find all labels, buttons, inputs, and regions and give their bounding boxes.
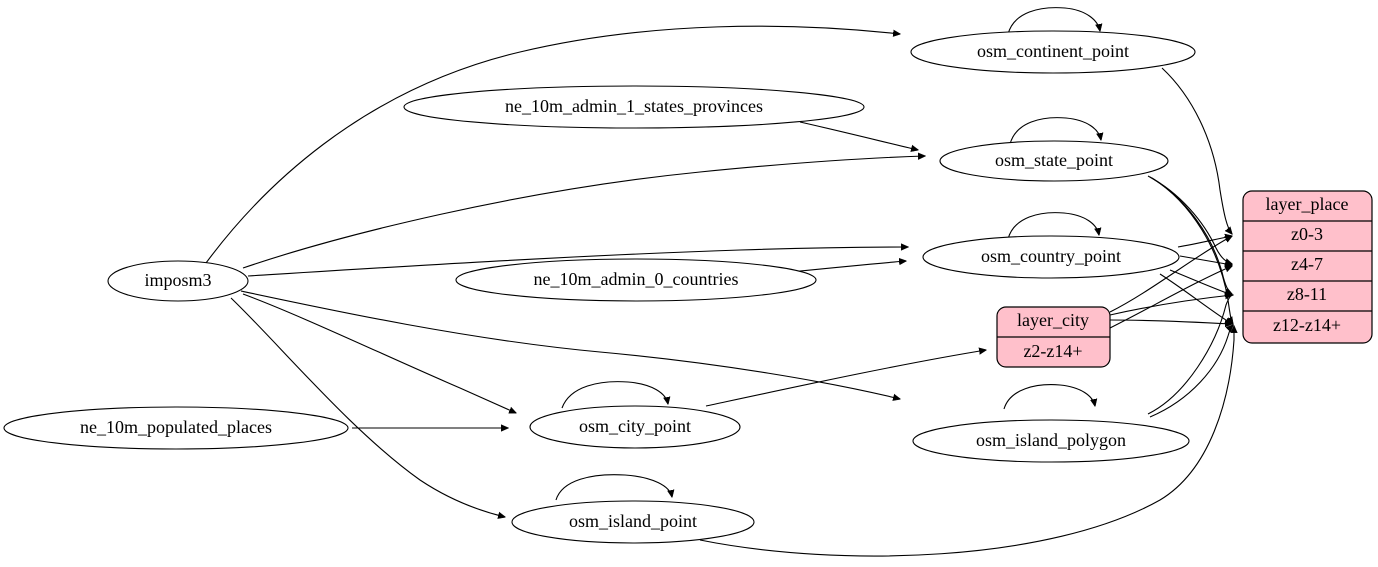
edge-osm-state-point-to-layer-place-z8-11 — [1149, 176, 1232, 294]
node-osm-island-point-label: osm_island_point — [569, 511, 697, 531]
edge-layer-city-to-layer-place-z12-z14 — [1109, 319, 1232, 324]
edge-self-loop-osm-state-point — [1009, 117, 1101, 145]
record-layer: layer_city z2-z14+ layer_place z0-3 z4-7… — [996, 190, 1373, 368]
node-ne-10m-populated-places[interactable]: ne_10m_populated_places — [3, 406, 349, 450]
node-osm-city-point-shape — [529, 405, 741, 449]
edge-imposm3-to-osm-continent-point — [205, 25, 900, 264]
edge-imposm3-to-osm-city-point — [242, 293, 516, 413]
record-layer-place-box — [1242, 190, 1373, 344]
edge-self-loop-osm-country-point — [1007, 212, 1099, 240]
node-ne-populated-shape — [3, 406, 349, 450]
edge-layer-city-to-layer-place-z8-11 — [1109, 295, 1232, 316]
node-ne-10m-admin-1-states-provinces[interactable]: ne_10m_admin_1_states_provinces — [403, 85, 865, 129]
edge-self-loop-osm-island-point — [555, 474, 672, 501]
record-layer-place[interactable]: layer_place z0-3 z4-7 z8-11 z12-z14+ — [1242, 190, 1373, 344]
node-osm-state-point[interactable]: osm_state_point — [939, 140, 1169, 182]
edge-osm-island-polygon-to-layer-place-z8-11 — [1147, 295, 1233, 415]
edge-osm-country-point-to-layer-place-z0-3 — [1177, 236, 1232, 248]
node-osm-state-point-label: osm_state_point — [995, 150, 1113, 170]
node-ne-admin1-shape — [403, 85, 865, 129]
node-osm-island-point-shape — [511, 500, 755, 544]
node-ne-10m-admin-0-countries[interactable]: ne_10m_admin_0_countries — [455, 258, 817, 302]
record-layer-place-row-z0-3[interactable]: z0-3 — [1291, 224, 1323, 244]
node-osm-city-point[interactable]: osm_city_point — [529, 405, 741, 449]
record-layer-city[interactable]: layer_city z2-z14+ — [996, 306, 1111, 368]
edge-layer-city-to-layer-place-z0-3 — [1109, 236, 1232, 313]
edge-imposm3-to-osm-island-point — [230, 297, 505, 517]
edge-layer-city-to-layer-place-z4-7 — [1109, 266, 1232, 329]
node-osm-continent-point-label: osm_continent_point — [977, 41, 1129, 61]
node-osm-island-polygon-label: osm_island_polygon — [976, 430, 1126, 450]
node-ne-populated-label: ne_10m_populated_places — [80, 417, 272, 437]
edge-osm-country-point-to-layer-place-z4-7 — [1179, 255, 1232, 265]
edge-self-loop-osm-city-point — [561, 381, 668, 409]
record-layer-city-title: layer_city — [1017, 310, 1089, 330]
node-osm-island-polygon[interactable]: osm_island_polygon — [912, 419, 1190, 463]
node-osm-city-point-label: osm_city_point — [579, 416, 691, 436]
node-osm-continent-point-shape — [910, 30, 1196, 74]
record-layer-city-row-z2-z14[interactable]: z2-z14+ — [1023, 341, 1082, 361]
edge-self-loop-osm-island-polygon — [1003, 384, 1095, 410]
node-osm-country-point-label: osm_country_point — [981, 246, 1121, 266]
edge-osm-continent-point-to-layer-place-z0-3 — [1161, 67, 1232, 234]
node-osm-island-polygon-shape — [912, 419, 1190, 463]
edge-imposm3-to-osm-state-point — [242, 156, 925, 269]
node-osm-state-point-shape — [939, 140, 1169, 182]
record-layer-place-title: layer_place — [1266, 194, 1349, 214]
record-layer-place-row-z4-7[interactable]: z4-7 — [1291, 254, 1323, 274]
edge-osm-city-point-to-layer-city — [705, 350, 986, 407]
edge-ne-admin1-to-osm-state-point — [799, 121, 918, 150]
edge-osm-island-polygon-to-layer-place-z12-z14 — [1149, 325, 1233, 418]
edge-layer — [205, 7, 1234, 557]
node-osm-country-point-shape — [922, 235, 1180, 279]
node-imposm3[interactable]: imposm3 — [107, 260, 249, 302]
node-layer: imposm3 ne_10m_admin_1_states_provinces … — [3, 30, 1196, 544]
edge-imposm3-to-osm-country-point — [247, 247, 908, 277]
edge-self-loop-osm-continent-point — [1007, 7, 1100, 35]
node-ne-admin0-label: ne_10m_admin_0_countries — [534, 269, 739, 289]
record-layer-place-row-z8-11[interactable]: z8-11 — [1287, 284, 1327, 304]
node-ne-admin0-shape — [455, 258, 817, 302]
node-osm-island-point[interactable]: osm_island_point — [511, 500, 755, 544]
node-osm-continent-point[interactable]: osm_continent_point — [910, 30, 1196, 74]
node-imposm3-label: imposm3 — [144, 270, 211, 290]
node-osm-country-point[interactable]: osm_country_point — [922, 235, 1180, 279]
record-layer-place-row-z12-z14[interactable]: z12-z14+ — [1273, 315, 1341, 335]
edge-ne-admin0-to-osm-country-point — [789, 261, 906, 273]
node-imposm3-shape — [107, 260, 249, 302]
node-ne-admin1-label: ne_10m_admin_1_states_provinces — [505, 96, 763, 116]
edge-imposm3-to-osm-island-polygon — [240, 290, 900, 399]
edge-osm-island-point-to-layer-place-z12-z14 — [699, 326, 1234, 557]
